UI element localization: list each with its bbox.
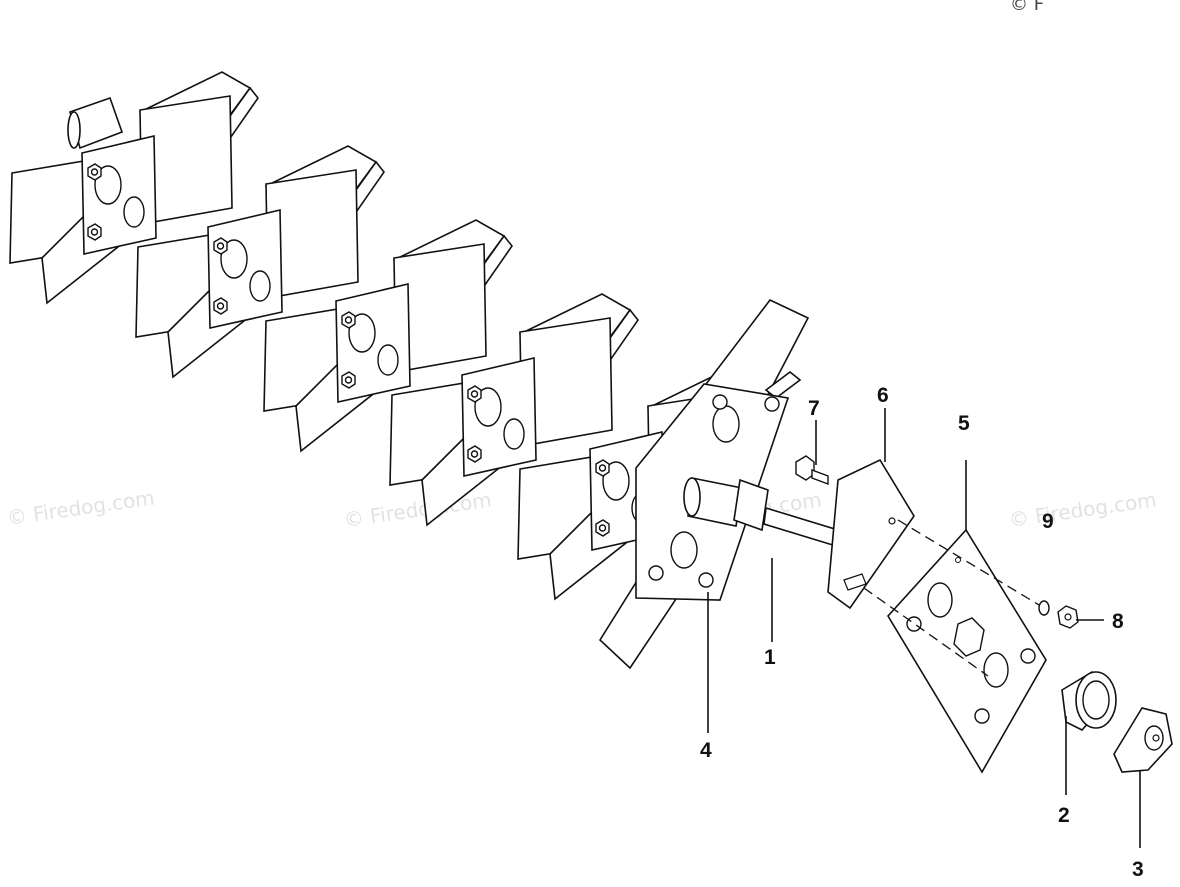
watermark-text: © Firedog.com	[1007, 487, 1158, 531]
callout-2: 2	[1058, 804, 1070, 827]
shaft-part-1	[683, 477, 839, 548]
callout-6: 6	[877, 384, 889, 407]
callout-labels: 1 2 3 4 5 6 7 8 9	[700, 384, 1144, 881]
plate-part-5	[887, 528, 1047, 774]
callout-1: 1	[764, 646, 776, 669]
nut-part-8	[1038, 600, 1079, 629]
callout-8: 8	[1112, 610, 1124, 633]
callout-4: 4	[700, 739, 712, 762]
copyright-text: © F	[1010, 0, 1044, 15]
leader-lines	[707, 408, 1141, 848]
shaft-rear-end	[67, 96, 124, 150]
callout-7: 7	[808, 397, 820, 420]
plate-part-6	[827, 458, 915, 610]
bolt-part-7	[795, 455, 829, 486]
callout-9: 9	[1042, 510, 1054, 533]
watermark-text: © Firedog.com	[342, 487, 493, 531]
watermark-text: © Firedog.com	[5, 485, 156, 529]
cap-part-3	[1113, 707, 1173, 773]
callout-5: 5	[958, 412, 970, 435]
bearing-part-2	[1061, 670, 1117, 731]
assembly-guide-lines	[863, 519, 1045, 677]
callout-3: 3	[1132, 858, 1144, 881]
